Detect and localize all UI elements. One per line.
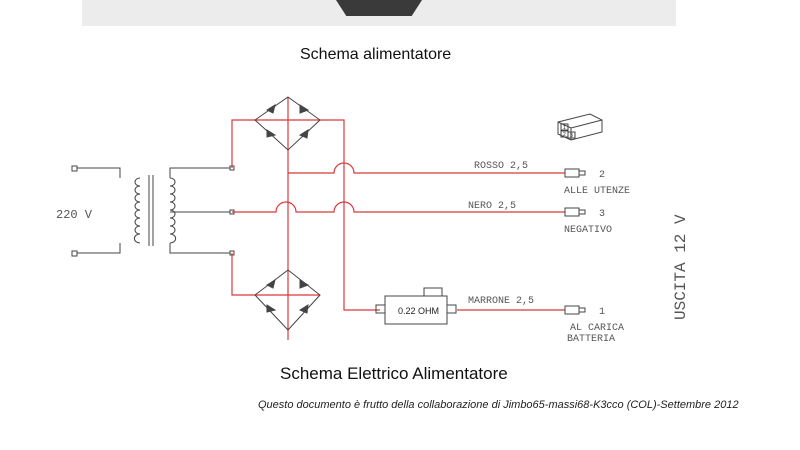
credit-note: Questo documento è frutto della collabor… <box>258 399 739 411</box>
secondary-coil <box>169 177 177 244</box>
resistor-block <box>375 287 457 325</box>
terminal-number-2: 2 <box>599 170 605 181</box>
wire-label-red: ROSSO 2,5 <box>474 161 528 172</box>
connector-pin-1: 1 <box>563 125 566 131</box>
destination-carica-line1: AL CARICA <box>570 323 624 334</box>
wire-negative <box>232 201 565 213</box>
page-title: Schema alimentatore <box>300 46 452 63</box>
connector-pin-icon <box>557 113 603 141</box>
output-connector-1 <box>564 305 580 315</box>
diagram-caption: Schema Elettrico Alimentatore <box>280 364 508 383</box>
secondary-wire-top <box>169 167 230 178</box>
input-terminal-bottom <box>71 250 78 257</box>
bus-right <box>320 119 380 311</box>
destination-negativo: NEGATIVO <box>564 225 612 236</box>
primary-wire-top <box>77 167 121 178</box>
output-connector-2 <box>564 168 580 178</box>
input-voltage-label: 220 V <box>56 208 93 222</box>
resistor-label: 0.22 OHM <box>398 306 439 316</box>
bridge-rectifier-bottom <box>254 269 321 331</box>
destination-utenze: ALLE UTENZE <box>564 186 630 197</box>
secondary-wire-bottom <box>169 243 230 254</box>
top-image-device <box>336 0 422 16</box>
primary-coil <box>133 177 141 244</box>
connector-pin-3: 3 <box>570 133 573 139</box>
bridge2-wire-left <box>231 253 255 296</box>
output-voltage-label: USCITA 12 V <box>672 214 690 320</box>
connector-pin-2: 2 <box>563 132 566 138</box>
input-terminal-top <box>71 165 78 172</box>
terminal-number-3: 3 <box>599 209 605 220</box>
output-connector-3 <box>564 207 580 217</box>
primary-wire-bottom <box>77 243 121 254</box>
wire-label-black: NERO 2,5 <box>468 201 516 212</box>
terminal-number-1: 1 <box>599 307 605 318</box>
bridge-rectifier-top <box>254 96 321 151</box>
wire-label-brown: MARRONE 2,5 <box>468 296 534 307</box>
bridge1-wire-left <box>231 119 255 168</box>
destination-carica-line2: BATTERIA <box>567 334 615 345</box>
